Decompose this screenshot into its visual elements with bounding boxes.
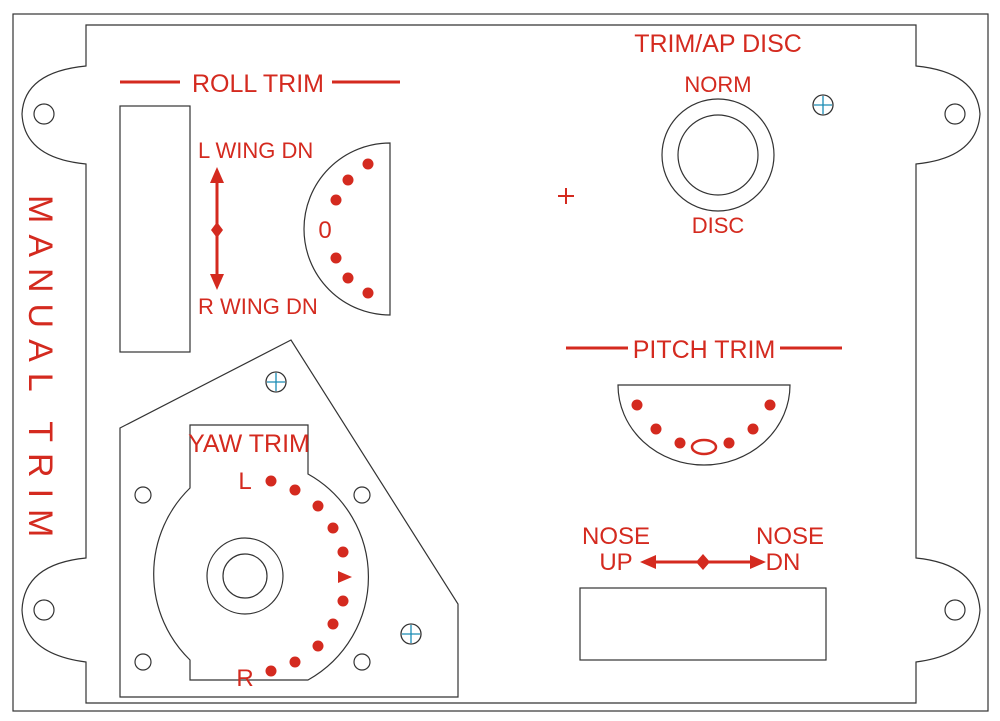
pitch-trim-dot bbox=[650, 423, 662, 435]
pitch-trim-scale-plate bbox=[617, 384, 791, 466]
roll-trim-dot bbox=[342, 272, 354, 284]
double-arrow-icon bbox=[210, 167, 224, 290]
roll-trim-zero-mark: 0 bbox=[318, 217, 331, 244]
yaw-trim-dot bbox=[289, 484, 301, 496]
mounting-hole-icon bbox=[944, 103, 966, 125]
side-label: MANUAL TRIM bbox=[21, 195, 59, 548]
roll-trim-scale-plate bbox=[303, 142, 391, 316]
yaw-trim-dot bbox=[312, 500, 324, 512]
yaw-trim-section: YAW TRIM L R bbox=[119, 339, 459, 698]
yaw-trim-dot bbox=[312, 640, 324, 652]
roll-left-wing-dn-label: L WING DN bbox=[198, 138, 313, 163]
pitch-trim-section: PITCH TRIM NOSE UP NOSE DN bbox=[566, 336, 842, 661]
roll-trim-dot bbox=[330, 194, 342, 206]
pitch-trim-dot bbox=[747, 423, 759, 435]
roll-trim-dot bbox=[362, 287, 374, 299]
roll-trim-dot bbox=[362, 158, 374, 170]
roll-trim-dot bbox=[342, 174, 354, 186]
center-crosshair-icon bbox=[558, 188, 574, 204]
outer-frame bbox=[12, 13, 989, 712]
screw-icon bbox=[812, 94, 834, 116]
yaw-trim-mount-plate bbox=[119, 339, 459, 698]
inner-plate bbox=[21, 24, 981, 704]
mounting-hole-icon bbox=[353, 653, 371, 671]
yaw-left-label: L bbox=[238, 468, 251, 495]
yaw-trim-center-pointer bbox=[338, 571, 352, 583]
mounting-hole-icon bbox=[353, 486, 371, 504]
pitch-trim-dot bbox=[631, 399, 643, 411]
trim-ap-disc-switch-button[interactable] bbox=[677, 114, 759, 196]
mounting-hole-icon bbox=[33, 103, 55, 125]
nose-dn-label-line2: DN bbox=[766, 549, 801, 576]
roll-trim-indicator-dots bbox=[330, 158, 374, 299]
trim-ap-disc-title: TRIM/AP DISC bbox=[634, 30, 802, 58]
roll-trim-dot bbox=[330, 252, 342, 264]
roll-trim-section: ROLL TRIM L WING DN R WING DN 0 bbox=[119, 70, 400, 353]
trim-ap-disc-label: DISC bbox=[692, 213, 745, 238]
mounting-hole-icon bbox=[33, 599, 55, 621]
trim-ap-norm-label: NORM bbox=[684, 72, 751, 97]
yaw-right-label: R bbox=[236, 665, 253, 692]
mounting-hole-icon bbox=[134, 486, 152, 504]
yaw-trim-knob[interactable] bbox=[222, 553, 268, 599]
screw-icon bbox=[265, 371, 287, 393]
yaw-trim-indicator-dots bbox=[265, 475, 349, 677]
nose-dn-label-line1: NOSE bbox=[756, 523, 824, 550]
pitch-trim-dot bbox=[764, 399, 776, 411]
mounting-hole-icon bbox=[944, 599, 966, 621]
screw-icon bbox=[400, 623, 422, 645]
yaw-trim-title: YAW TRIM bbox=[188, 430, 310, 458]
roll-trim-title: ROLL TRIM bbox=[192, 70, 324, 98]
yaw-trim-dot bbox=[265, 665, 277, 677]
pitch-trim-wheel-slot[interactable] bbox=[579, 587, 827, 661]
nose-up-label-line1: NOSE bbox=[582, 523, 650, 550]
yaw-trim-dot bbox=[327, 618, 339, 630]
yaw-trim-dot bbox=[337, 595, 349, 607]
yaw-trim-dot bbox=[327, 522, 339, 534]
double-arrow-icon bbox=[640, 554, 766, 570]
mounting-hole-icon bbox=[134, 653, 152, 671]
pitch-trim-indicator-dots bbox=[631, 399, 776, 449]
pitch-trim-zero-mark bbox=[690, 438, 718, 456]
trim-ap-disc-section: TRIM/AP DISC NORM DISC bbox=[558, 30, 802, 238]
roll-trim-knob-slot[interactable] bbox=[119, 105, 191, 353]
yaw-trim-dot bbox=[265, 475, 277, 487]
yaw-trim-dot bbox=[337, 546, 349, 558]
nose-up-label-line2: UP bbox=[599, 549, 632, 576]
roll-right-wing-dn-label: R WING DN bbox=[198, 294, 318, 319]
pitch-trim-dot bbox=[723, 437, 735, 449]
pitch-trim-title: PITCH TRIM bbox=[633, 336, 776, 364]
pitch-trim-dot bbox=[674, 437, 686, 449]
yaw-trim-dot bbox=[289, 656, 301, 668]
